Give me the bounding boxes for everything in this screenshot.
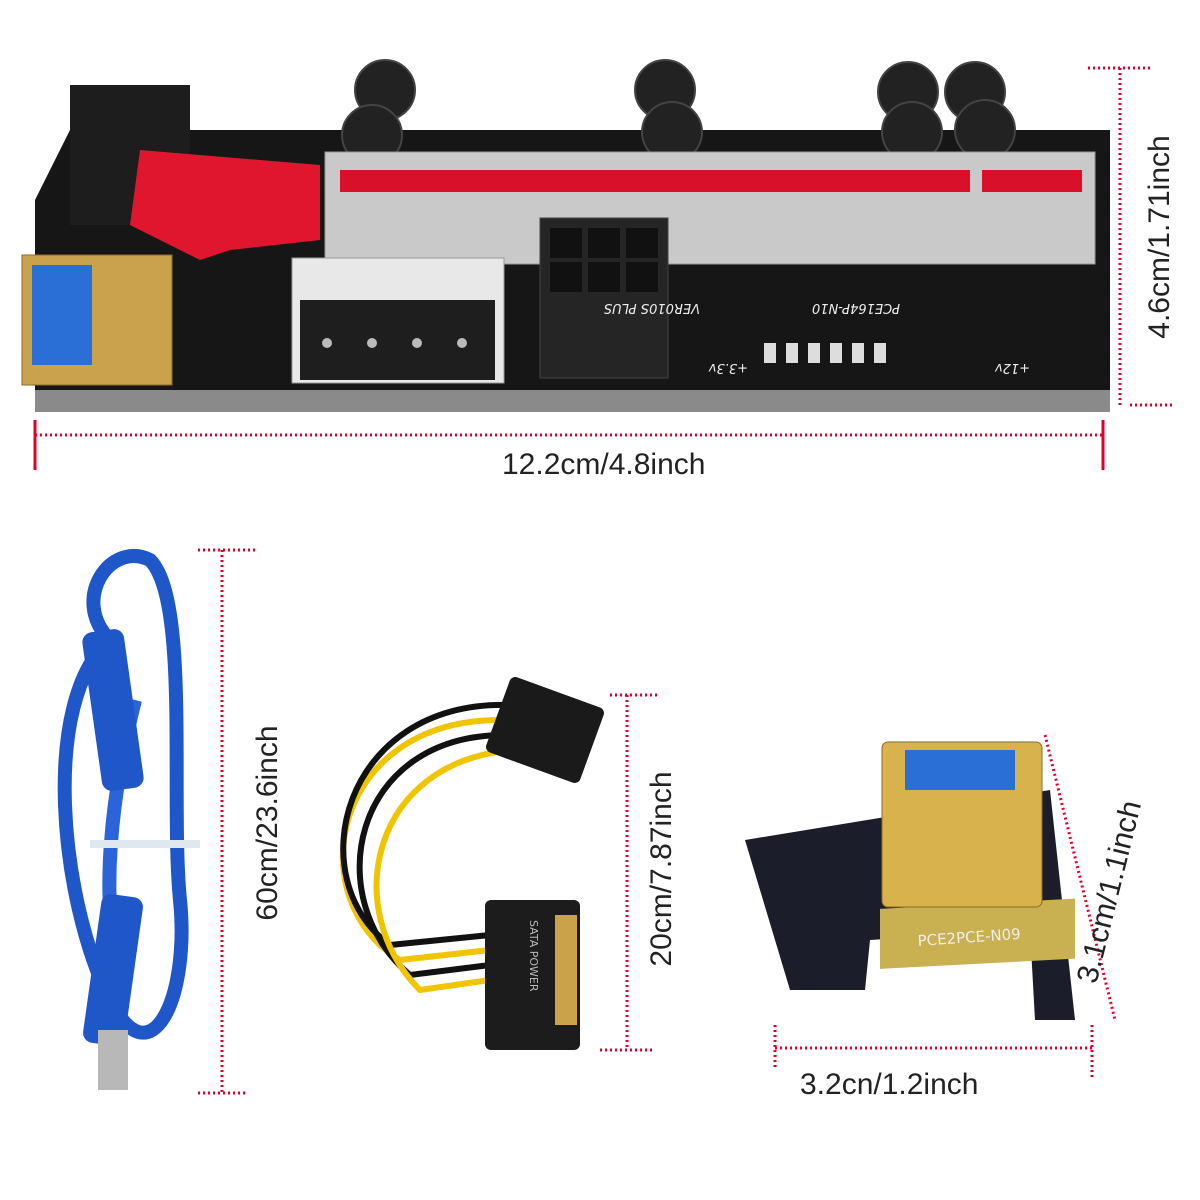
usb-cable-length-label: 60cm/23.6inch <box>251 725 284 921</box>
voltage-high-label: +12v <box>995 360 1030 375</box>
usb-cable <box>57 549 200 1090</box>
voltage-low-label: +3.3v <box>708 360 748 375</box>
adapter-width-label: 3.2cn/1.2inch <box>800 1068 979 1101</box>
sata-power-label: SATA POWER <box>527 920 540 992</box>
power-adapter-cable: SATA POWER <box>339 677 604 1050</box>
capacitors <box>341 59 1016 166</box>
slot-latch <box>130 150 320 260</box>
riser-length-label: 12.2cm/4.8inch <box>502 448 706 481</box>
riser-board: VER010S PLUS PCE164P-N10 +3.3v +12v <box>21 59 1110 412</box>
dimension-lines <box>33 66 1175 1095</box>
model-label: PCE164P-N10 <box>812 300 900 315</box>
version-label: VER010S PLUS <box>604 300 700 315</box>
power-cable-length-label: 20cm/7.87inch <box>645 771 678 967</box>
riser-height-label: 4.6cm/1.71inch <box>1143 135 1176 339</box>
pcie-slot <box>340 170 970 192</box>
pcie-x1-adapter: PCE2PCE-N09 <box>745 741 1075 1020</box>
